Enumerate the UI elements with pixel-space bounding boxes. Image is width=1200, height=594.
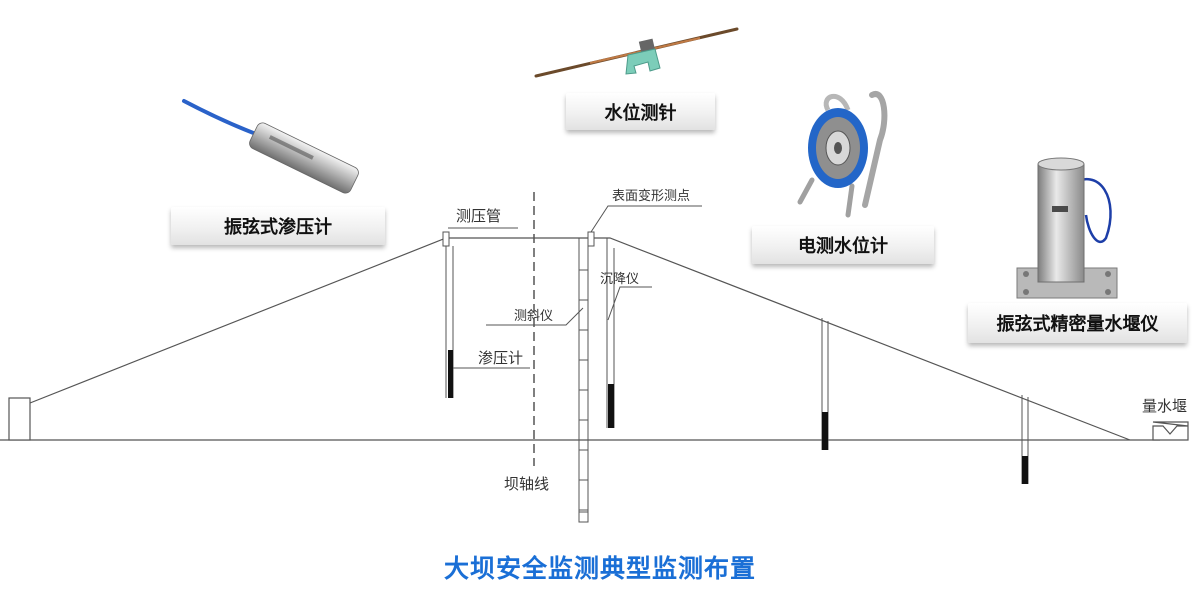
- downstream-well-2: [1021, 395, 1029, 484]
- card-water-level-probe: 水位测针: [566, 93, 715, 130]
- label-weir: 量水堰: [1142, 397, 1187, 415]
- weir-icon: [1152, 421, 1189, 441]
- water-level-probe-image: [534, 27, 739, 78]
- label-dam-axis: 坝轴线: [504, 475, 549, 493]
- piezometer-tube: [442, 231, 454, 398]
- card-electric-water-level-meter-text: 电测水位计: [798, 236, 888, 257]
- label-piezometer-tube: 测压管: [456, 207, 501, 225]
- surface-deformation-marker: [587, 231, 595, 247]
- card-vibrating-wire-weir-meter-text: 振弦式精密量水堰仪: [996, 314, 1159, 335]
- label-surface-deformation-point: 表面变形测点: [612, 188, 690, 204]
- diagram-title: 大坝安全监测典型监测布置: [443, 554, 756, 583]
- settlement-sensor: [608, 384, 614, 428]
- downstream-well-1: [821, 318, 829, 450]
- leader-surface-point: [590, 205, 702, 233]
- vibrating-wire-piezometer-image: [182, 99, 359, 194]
- card-electric-water-level-meter: 电测水位计: [752, 226, 934, 264]
- dam-profile: [29, 237, 1131, 441]
- card-vibrating-wire-weir-meter: 振弦式精密量水堰仪: [968, 303, 1187, 343]
- label-settlement-gauge: 沉降仪: [600, 272, 639, 287]
- vibrating-wire-weir-meter-image: [1016, 157, 1118, 299]
- card-vibrating-wire-piezometer: 振弦式渗压计: [171, 207, 385, 245]
- card-water-level-probe-text: 水位测针: [604, 102, 677, 124]
- card-vibrating-wire-piezometer-text: 振弦式渗压计: [224, 217, 332, 238]
- label-osmometer: 渗压计: [478, 349, 523, 367]
- piezometer-sensor: [448, 350, 453, 398]
- inclinometer-tube: [578, 238, 589, 523]
- toe-block: [8, 397, 31, 441]
- electric-water-level-meter-image: [797, 91, 888, 218]
- label-inclinometer: 测斜仪: [514, 309, 553, 324]
- settlement-gauge-tube: [606, 238, 615, 428]
- leader-inclinometer: [486, 307, 584, 326]
- leader-settlement: [607, 286, 652, 321]
